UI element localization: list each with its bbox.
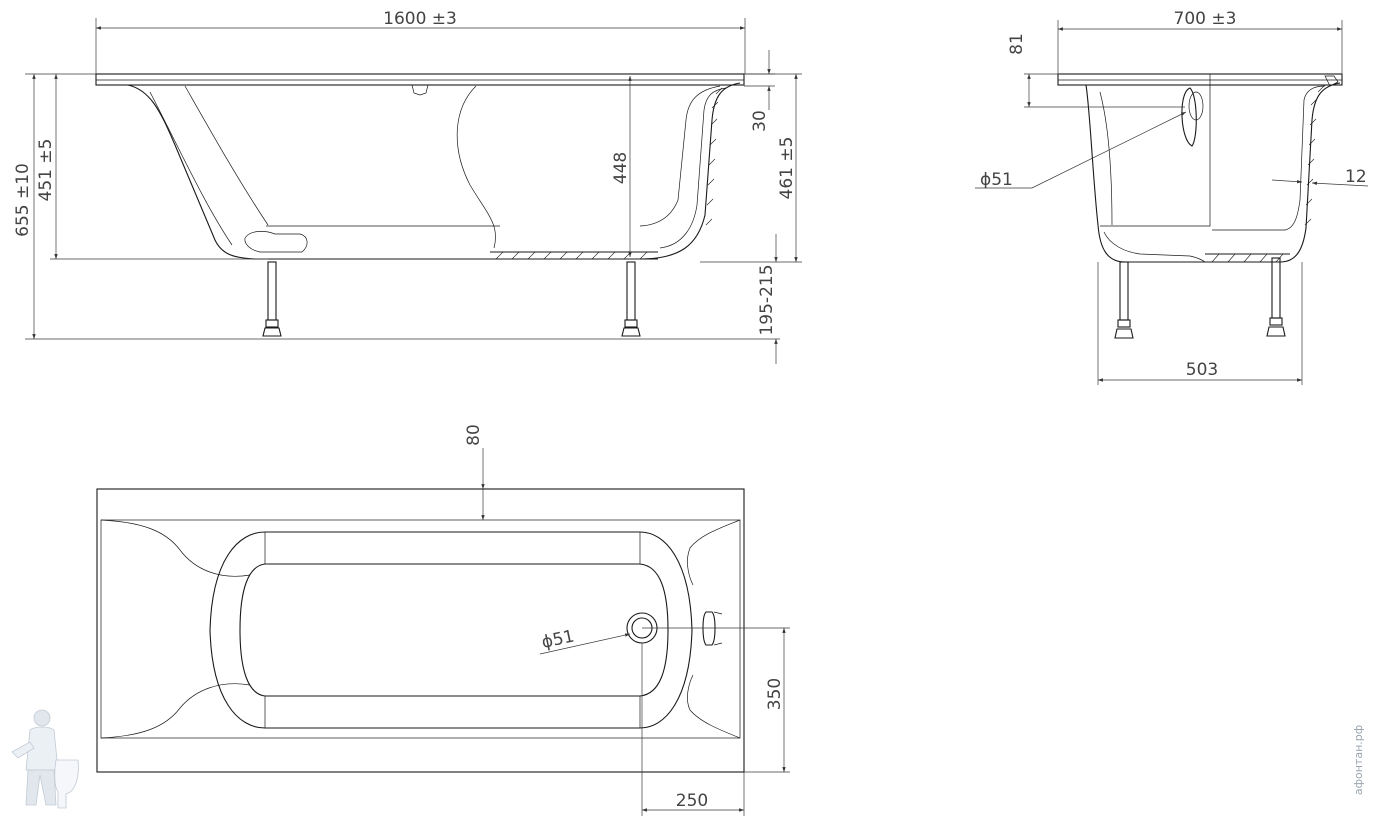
top-view-bowl xyxy=(209,531,693,729)
dim-rim-thickness: 30 xyxy=(750,110,770,132)
dim-drain-offset-side: 350 xyxy=(765,678,785,710)
dim-drain-offset-end: 250 xyxy=(676,791,708,811)
side-view-rim xyxy=(95,73,745,86)
side-view-leg-right xyxy=(621,261,641,337)
end-view-rim xyxy=(1057,73,1343,86)
watermark-text: афонтан.рф xyxy=(1352,725,1365,795)
end-view-leg-left xyxy=(1114,261,1134,339)
dim-rim-offset: 80 xyxy=(464,424,484,446)
dim-rim-height: 81 xyxy=(1007,33,1027,55)
end-view-hull xyxy=(1085,82,1341,263)
dim-height-right: 461 ±5 xyxy=(777,137,797,200)
dim-drain-diameter-top: ϕ51 xyxy=(540,626,576,652)
side-view-hull xyxy=(127,82,741,260)
dim-drain-diameter-end: ϕ51 xyxy=(980,170,1013,190)
dim-inner-depth: 448 xyxy=(611,152,631,184)
dim-leg-range: 195-215 xyxy=(757,264,777,335)
dim-wall-thickness: 12 xyxy=(1345,167,1367,187)
dim-inner-height-left: 451 ±5 xyxy=(36,139,56,202)
dim-width: 700 ±3 xyxy=(1174,9,1237,29)
plumber-mascot-icon xyxy=(11,709,79,809)
top-view-outline xyxy=(96,488,745,773)
dim-total-height: 655 ±10 xyxy=(13,163,33,237)
top-view: 80 ϕ51 350 250 xyxy=(96,424,790,816)
end-view: 700 ±3 81 ϕ51 12 503 xyxy=(975,9,1369,385)
top-view-overflow xyxy=(702,611,716,646)
dim-leg-span: 503 xyxy=(1186,360,1218,380)
side-view: 1600 ±3 655 ±10 451 ±5 448 30 461 ±5 195… xyxy=(13,9,802,364)
end-view-leg-right xyxy=(1266,257,1286,337)
side-view-leg-left xyxy=(262,261,282,337)
dim-length: 1600 ±3 xyxy=(383,9,457,29)
